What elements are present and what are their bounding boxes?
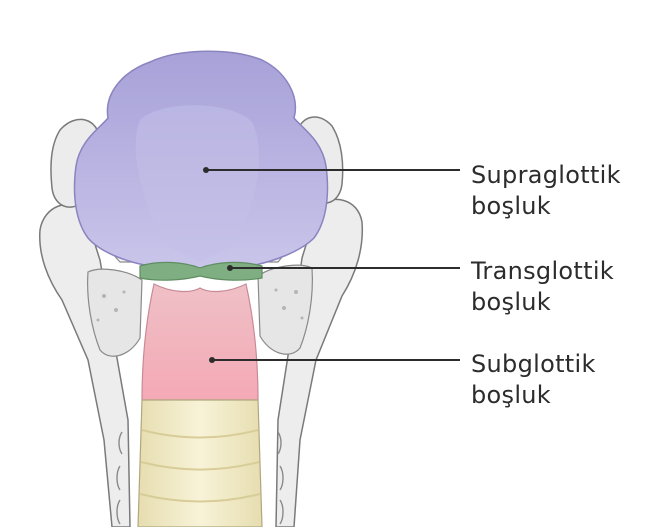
label-supraglottic-line2: boşluk bbox=[471, 191, 666, 222]
label-transglottic: Transglottik boşluk bbox=[471, 256, 666, 318]
label-subglottic-line1: Subglottik bbox=[471, 349, 666, 380]
label-subglottic: Subglottik boşluk bbox=[471, 349, 666, 411]
label-transglottic-line2: boşluk bbox=[471, 287, 666, 318]
subglottic-region bbox=[142, 284, 258, 400]
trachea bbox=[138, 400, 262, 527]
label-supraglottic: Supraglottik boşluk bbox=[471, 160, 666, 222]
label-transglottic-line1: Transglottik bbox=[471, 256, 666, 287]
label-subglottic-line2: boşluk bbox=[471, 380, 666, 411]
label-supraglottic-line1: Supraglottik bbox=[471, 160, 666, 191]
